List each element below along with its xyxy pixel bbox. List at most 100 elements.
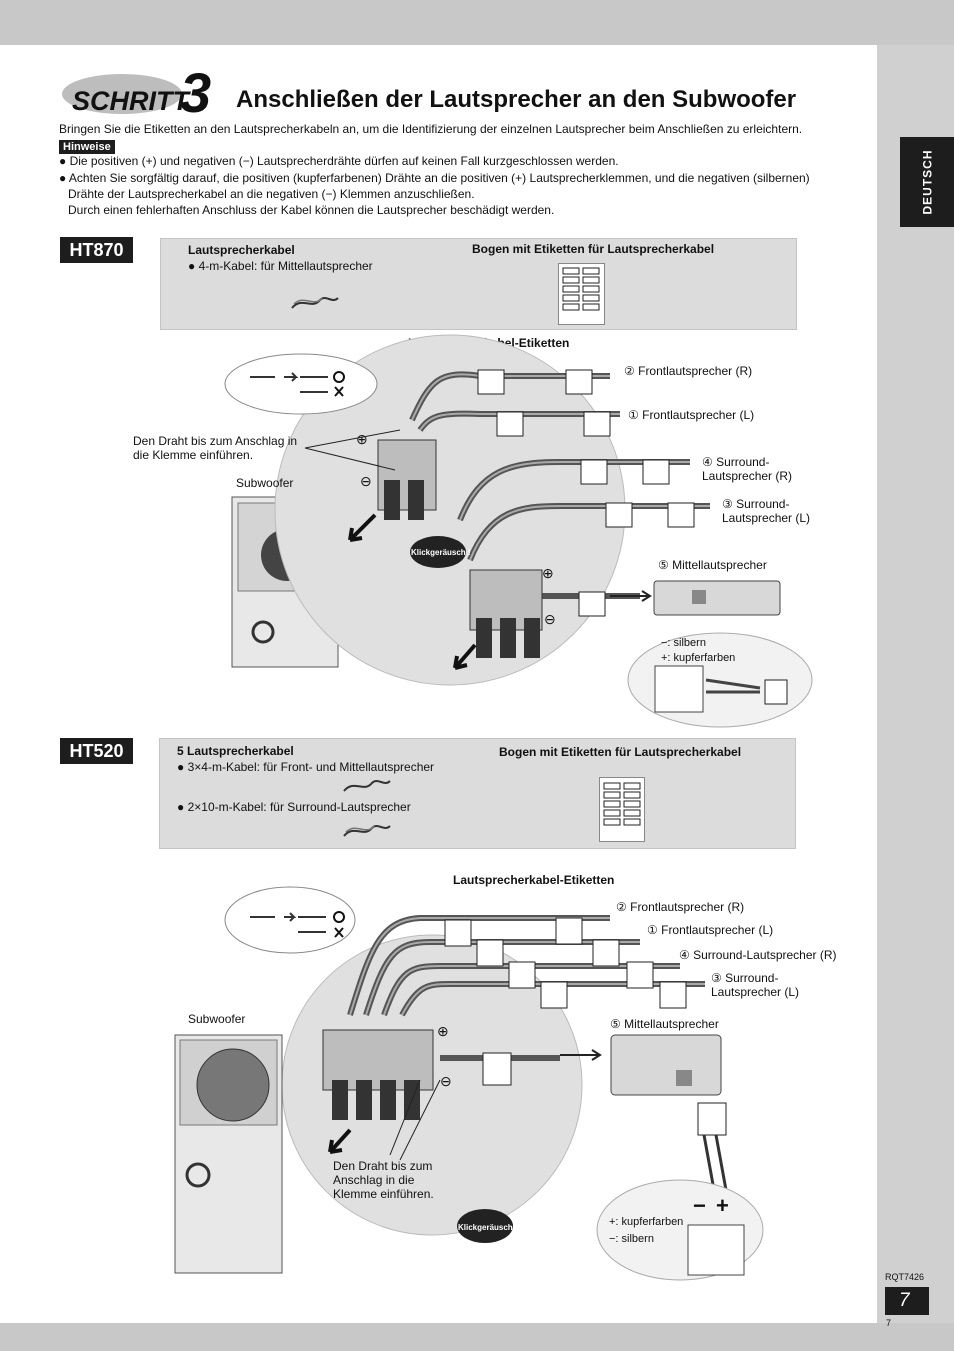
ht870-arrow-1 <box>348 513 377 542</box>
ht520-front-r-text: Frontlautsprecher (R) <box>630 900 745 914</box>
language-tab: DEUTSCH <box>900 137 954 227</box>
bullet-1: ● Die positiven (+) und negativen (−) La… <box>59 154 619 168</box>
ht870-accessory-panel <box>160 238 797 330</box>
ht520-insert-note: Den Draht bis zum Anschlag in die Klemme… <box>333 1159 434 1201</box>
ht870-cable-tags <box>477 369 695 617</box>
svg-text:⊕: ⊕ <box>437 1023 449 1039</box>
ht520-accessory-panel <box>159 738 796 849</box>
bullet-1-text: Die positiven (+) und negativen (−) Laut… <box>69 154 619 168</box>
bottom-band <box>0 1323 954 1351</box>
ht520-label-sheet <box>599 777 645 842</box>
page-title: Anschließen der Lautsprecher an den Subw… <box>236 86 797 113</box>
ht870-surround-r-text: Surround- Lautsprecher (R) <box>702 455 793 483</box>
bullet-2-text: Achten Sie sorgfältig darauf, die positi… <box>68 171 810 185</box>
ht870-click-label: Klickgeräusch ! <box>411 548 471 557</box>
document-code: RQT7426 <box>885 1272 925 1282</box>
bullet-2: ● Achten Sie sorgfältig darauf, die posi… <box>59 171 810 185</box>
bullet-2-cont: Drähte der Lautsprecherkabel an die nega… <box>68 187 475 201</box>
ht870-plugs <box>384 480 540 658</box>
svg-text:⊖: ⊖ <box>544 611 556 627</box>
ht520-cable-icon-2 <box>343 825 391 837</box>
ht520-cable-item-1-text: 3×4-m-Kabel: für Front- und Mittellautsp… <box>187 760 435 774</box>
step-number: 3 <box>180 61 212 124</box>
ht520-surround-r-number: ④ <box>679 948 690 962</box>
svg-text:⊖: ⊖ <box>440 1073 452 1089</box>
right-margin-band <box>877 45 954 1328</box>
intro-text: Bringen Sie die Etiketten an den Lautspr… <box>59 122 803 136</box>
ht870-subwoofer-port <box>251 620 275 644</box>
ht870-label-sheet <box>558 263 605 325</box>
ht870-click-badge <box>410 536 466 568</box>
ht520-front-l-number: ① <box>647 923 658 937</box>
ht870-minus-label: −: silbern <box>661 637 706 649</box>
svg-text:⊕: ⊕ <box>542 565 554 581</box>
ht870-arrow-2 <box>453 643 477 670</box>
top-band <box>0 0 954 45</box>
ht870-plus-label: +: kupferfarben <box>661 652 736 664</box>
model-tag-ht520: HT520 <box>60 738 133 764</box>
ht520-subwoofer-label: Subwoofer <box>188 1012 246 1026</box>
ht520-center-speaker <box>610 1034 722 1096</box>
ht870-center: ⑤ Mittellautsprecher <box>658 558 767 572</box>
ht870-center-speaker <box>653 580 781 616</box>
page-number-small: 7 <box>886 1318 892 1328</box>
ht870-surround-l-number: ③ <box>722 497 733 511</box>
ht520-front-r: ② Frontlautsprecher (R) <box>616 900 744 914</box>
ht520-center-number: ⑤ <box>610 1017 621 1031</box>
ht870-center-number: ⑤ <box>658 558 669 572</box>
bullet-3-cont: Durch einen fehlerhaften Anschluss der K… <box>68 203 555 217</box>
ht520-minus-label: −: silbern <box>609 1233 654 1245</box>
ht520-label-sheet-grid <box>603 782 641 826</box>
ht520-front-l: ① Frontlautsprecher (L) <box>647 923 773 937</box>
svg-text:+: + <box>716 1193 729 1218</box>
ht520-center: ⑤ Mittellautsprecher <box>610 1017 719 1031</box>
ht870-front-r: ② Frontlautsprecher (R) <box>624 364 752 378</box>
svg-text:⊖: ⊖ <box>360 473 372 489</box>
ht870-front-r-number: ② <box>624 364 635 378</box>
ht520-cable-item-2-text: 2×10-m-Kabel: für Surround-Lautsprecher <box>187 800 411 814</box>
ht520-sheet-title: Bogen mit Etiketten für Lautsprecherkabe… <box>499 745 742 759</box>
ht520-surround-r-text: Surround-Lautsprecher (R) <box>693 948 837 962</box>
ht520-surround-r: ④ Surround-Lautsprecher (R) <box>679 948 837 962</box>
ht870-subwoofer-label: Subwoofer <box>236 476 294 490</box>
ht870-sheet-title: Bogen mit Etiketten für Lautsprecherkabe… <box>472 242 715 256</box>
ht520-surround-l-text: Surround- Lautsprecher (L) <box>711 971 800 999</box>
ht870-wiring-diagram: ⊕ ⊖ ⊕ ⊖ <box>224 334 813 728</box>
ht520-cable-icon-1 <box>343 780 391 792</box>
svg-text:⊕: ⊕ <box>356 431 368 447</box>
ht520-labels-title: Lautsprecherkabel-Etiketten <box>453 873 615 887</box>
ht870-strip-callout <box>224 353 378 415</box>
ht870-cable-item: ● 4-m-Kabel: für Mittellautsprecher <box>188 259 373 273</box>
ht520-cable-item-2: ● 2×10-m-Kabel: für Surround-Lautspreche… <box>177 800 411 814</box>
step-badge: SCHRITT 3 <box>60 61 230 124</box>
ht520-cable-title: 5 Lautsprecherkabel <box>177 744 294 758</box>
ht520-subwoofer-grille <box>196 1048 270 1122</box>
step-word: SCHRITT <box>72 86 189 116</box>
ht870-front-r-text: Frontlautsprecher (R) <box>638 364 753 378</box>
ht870-surround-l-text: Surround- Lautsprecher (L) <box>722 497 811 525</box>
ht520-cable-tags <box>444 917 687 1086</box>
model-tag-ht870: HT870 <box>60 237 133 263</box>
ht520-plus-label: +: kupferfarben <box>609 1216 684 1228</box>
ht870-cable-title: Lautsprecherkabel <box>188 243 295 257</box>
ht870-front-l-number: ① <box>628 408 639 422</box>
ht520-center-text: Mittellautsprecher <box>624 1017 719 1031</box>
ht870-surround-r-number: ④ <box>702 455 713 469</box>
ht870-front-l: ① Frontlautsprecher (L) <box>628 408 754 422</box>
hints-label: Hinweise <box>59 140 115 154</box>
ht520-front-l-text: Frontlautsprecher (L) <box>661 923 774 937</box>
ht520-wiring-diagram: ⊕ ⊖ −+ <box>174 886 764 1281</box>
ht870-cable-icon <box>291 297 339 309</box>
ht870-surround-r: ④ Surround- Lautsprecher (R) <box>702 455 792 483</box>
ht870-surround-l: ③ Surround- Lautsprecher (L) <box>722 497 810 525</box>
ht870-center-text: Mittellautsprecher <box>672 558 767 572</box>
ht520-surround-l: ③ Surround- Lautsprecher (L) <box>711 971 799 999</box>
ht520-click-badge <box>457 1209 513 1243</box>
ht870-insert-note: Den Draht bis zum Anschlag in die Klemme… <box>133 434 298 462</box>
ht520-subwoofer-port <box>185 1162 211 1188</box>
svg-text:−: − <box>693 1193 706 1218</box>
ht520-front-r-number: ② <box>616 900 627 914</box>
ht520-cable-item-1: ● 3×4-m-Kabel: für Front- und Mittellaut… <box>177 760 435 774</box>
ht520-click-label: Klickgeräusch ! <box>458 1223 518 1232</box>
ht870-label-sheet-grid <box>562 267 600 311</box>
